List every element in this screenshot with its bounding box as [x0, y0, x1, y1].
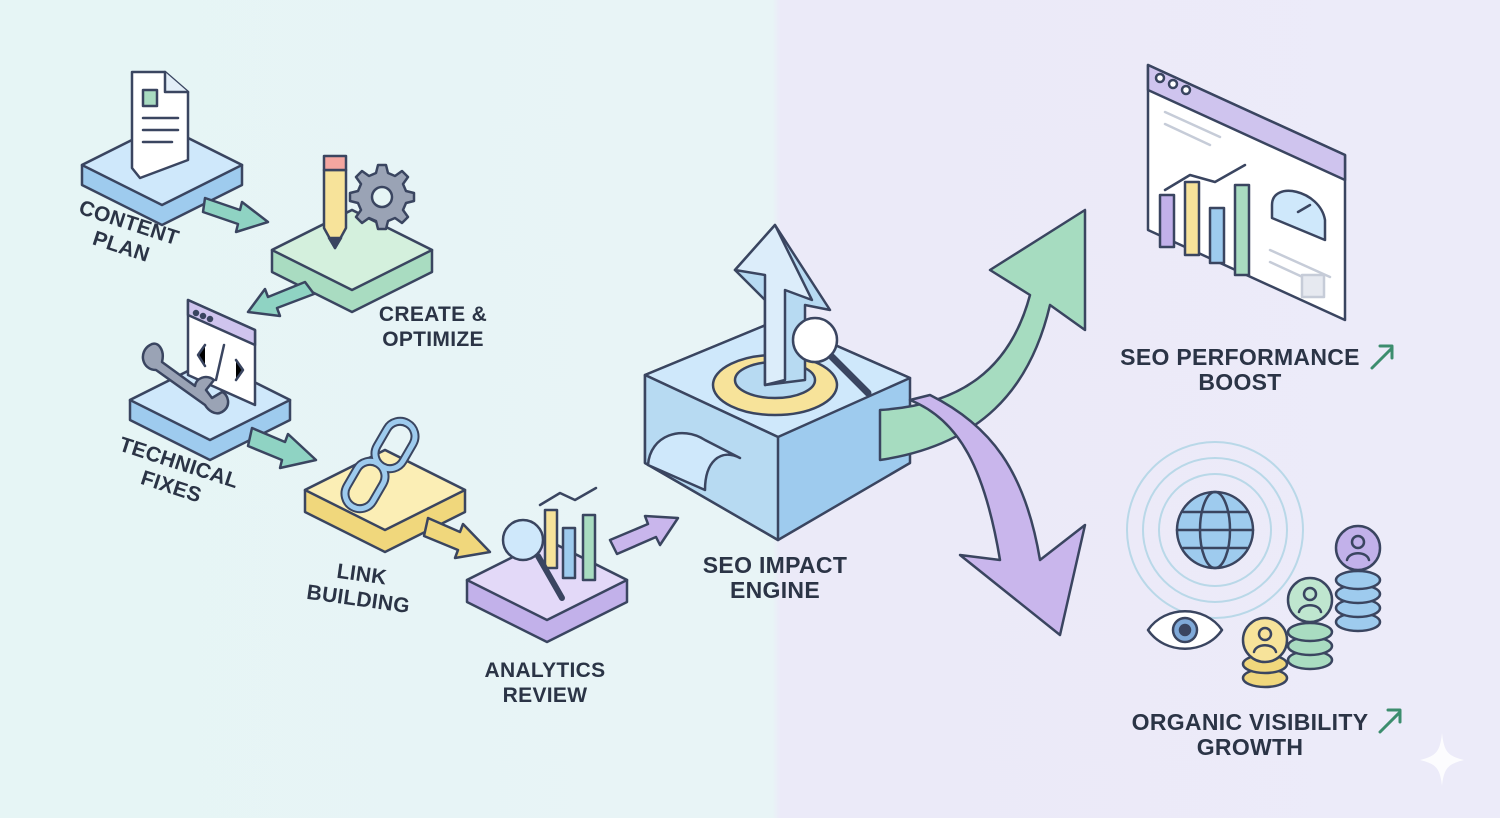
globe-icon: [1126, 441, 1304, 619]
label-line: GROWTH: [1196, 734, 1304, 760]
label-visibility-growth: ORGANIC VISIBILITY GROWTH: [1120, 710, 1380, 760]
chain-link-icon-fill: [342, 418, 418, 512]
decline-arrow-down: [908, 393, 1087, 637]
user-coin-icon-blue: [1334, 524, 1382, 633]
up-arrow-icon: [733, 223, 832, 387]
trend-up-arrow-icon: [1378, 708, 1402, 734]
arrow-technical-to-link: [246, 426, 318, 470]
label-line: BOOST: [1198, 369, 1282, 395]
arrow-create-to-technical: [246, 280, 316, 318]
analytics-review-block: [465, 486, 629, 644]
document-icon: [130, 70, 190, 180]
label-line: SEO PERFORMANCE: [1120, 344, 1360, 370]
label-analytics-review: ANALYTICS REVIEW: [480, 658, 610, 708]
seo-impact-engine: [643, 223, 912, 542]
gauge-icon: [1270, 189, 1327, 242]
user-coin-icon-green: [1286, 576, 1334, 671]
browser-window-icon: [1146, 63, 1347, 322]
arrow-analytics-to-engine: [608, 514, 680, 556]
label-line: ENGINE: [730, 577, 820, 603]
arrow-link-to-analytics: [422, 516, 492, 560]
label-line: SEO IMPACT: [702, 552, 848, 578]
bar-chart-icon: [538, 486, 598, 582]
arrow-content-to-create: [201, 196, 270, 234]
user-coin-icon: [1241, 616, 1289, 689]
magnifier-icon: [791, 316, 872, 397]
label-line: OPTIMIZE: [382, 328, 484, 351]
trend-up-arrow-icon: [1370, 344, 1394, 370]
label-line: REVIEW: [502, 684, 588, 707]
content-plan-block: [80, 70, 244, 227]
label-line: ANALYTICS: [484, 659, 606, 682]
label-line: CREATE &: [378, 303, 488, 326]
magnifier-icon: [501, 518, 565, 601]
pencil-icon: [322, 154, 348, 250]
sparkle-icon: [1420, 733, 1464, 786]
gear-icon: [348, 163, 416, 231]
wrench-icon: [141, 342, 230, 415]
eye-icon: [1146, 610, 1224, 650]
label-create-optimize: CREATE & OPTIMIZE: [378, 302, 488, 352]
growth-arrow-up: [878, 208, 1087, 462]
create-optimize-block: [270, 154, 434, 314]
label-seo-engine: SEO IMPACT ENGINE: [690, 553, 860, 603]
label-line: ORGANIC VISIBILITY: [1131, 709, 1369, 735]
label-performance-boost: SEO PERFORMANCE BOOST: [1110, 345, 1370, 395]
